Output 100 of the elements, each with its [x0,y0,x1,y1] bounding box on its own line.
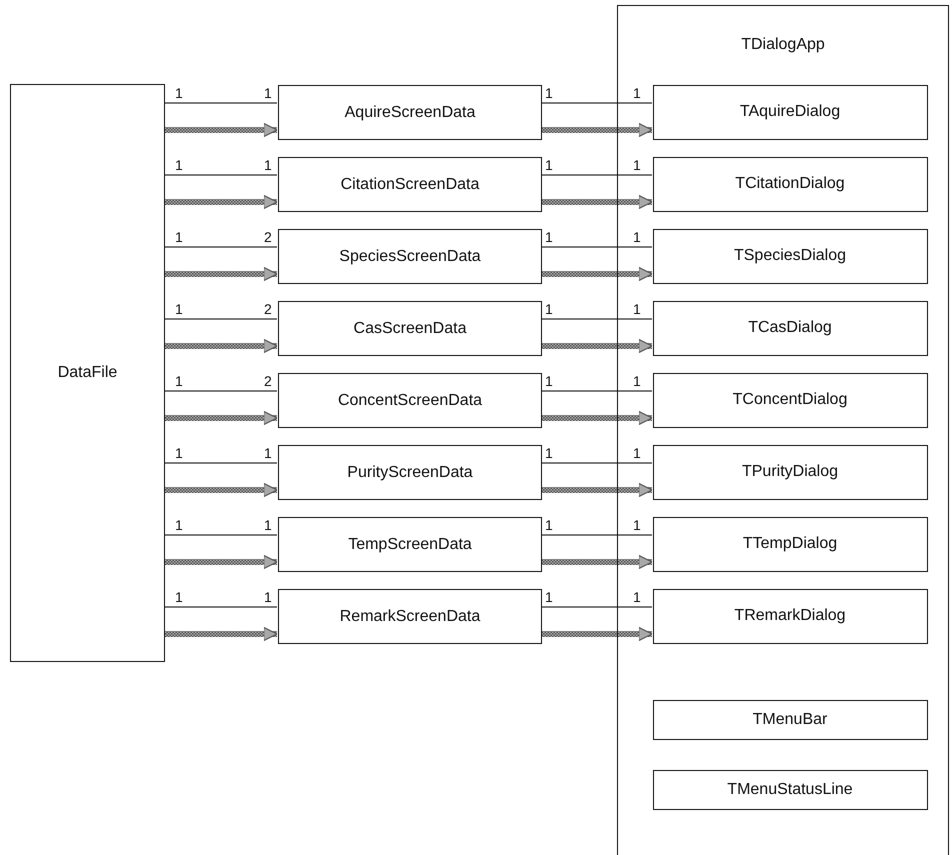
association-line [164,174,278,176]
class-name: TSpeciesDialog [734,247,846,265]
multiplicity-label: 1 [545,302,553,316]
class-box [652,300,928,356]
class-box [652,156,928,212]
multiplicity-label: 1 [175,590,183,604]
class-box [652,700,928,740]
multiplicity-label: 1 [264,158,272,172]
arrow [165,626,278,642]
multiplicity-label: 1 [633,158,641,172]
arrow [165,338,278,354]
arrow [165,410,278,426]
arrow [165,554,278,570]
box-title: TDialogApp [741,36,825,54]
association-line [164,246,278,248]
class-box [652,372,928,428]
class-box [278,157,542,212]
class-box [278,301,542,356]
multiplicity-label: 1 [633,446,641,460]
class-box [278,517,542,572]
multiplicity-label: 1 [175,302,183,316]
class-box [652,228,928,284]
class-name: TCitationDialog [735,175,845,193]
association-line [164,462,278,464]
class-box [278,445,542,500]
association-line [164,318,278,320]
multiplicity-label: 2 [264,230,272,244]
class-name: TPurityDialog [742,463,838,481]
container-box [617,5,949,855]
association-line [542,174,652,176]
class-box [652,516,928,572]
class-name: SpeciesScreenData [339,248,481,266]
association-line [164,390,278,392]
class-name: TMenuStatusLine [727,780,853,798]
class-box [652,588,928,644]
class-box [652,444,928,500]
class-box [278,229,542,284]
multiplicity-label: 1 [264,446,272,460]
arrow [542,266,653,282]
class-box [278,373,542,428]
class-box [278,589,542,644]
class-name: TRemarkDialog [734,607,846,625]
arrow [542,554,653,570]
arrow [542,482,653,498]
arrow [542,410,653,426]
multiplicity-label: 1 [175,86,183,100]
class-box [278,85,542,140]
association-line [542,318,652,320]
multiplicity-label: 1 [545,230,553,244]
class-box [10,84,165,662]
arrow [165,266,278,282]
multiplicity-label: 1 [264,86,272,100]
multiplicity-label: 1 [545,86,553,100]
arrow [165,122,278,138]
arrow [165,482,278,498]
association-line [164,606,278,608]
multiplicity-label: 2 [264,374,272,388]
multiplicity-label: 1 [264,590,272,604]
class-name: AquireScreenData [344,104,476,122]
association-line [542,390,652,392]
multiplicity-label: 1 [175,446,183,460]
multiplicity-label: 1 [545,446,553,460]
class-name: TempScreenData [348,536,472,554]
multiplicity-label: 1 [175,374,183,388]
class-name: CasScreenData [354,320,466,338]
multiplicity-label: 1 [545,590,553,604]
arrow [542,338,653,354]
class-name: TAquireDialog [740,103,840,121]
arrow [542,194,653,210]
multiplicity-label: 1 [633,86,641,100]
multiplicity-label: 1 [633,374,641,388]
class-name: TMenuBar [752,710,828,728]
class-name: TConcentDialog [732,391,848,409]
association-line [164,102,278,104]
class-box [652,770,928,810]
multiplicity-label: 1 [633,230,641,244]
class-name: TTempDialog [742,535,838,553]
multiplicity-label: 1 [633,590,641,604]
multiplicity-label: 1 [633,518,641,532]
class-name: DataFile [58,364,118,382]
multiplicity-label: 1 [175,518,183,532]
class-name: ConcentScreenData [338,392,482,410]
class-name: TCasDialog [748,319,832,337]
association-line [542,534,652,536]
multiplicity-label: 1 [175,230,183,244]
arrow [542,626,653,642]
multiplicity-label: 1 [264,518,272,532]
association-line [542,462,652,464]
multiplicity-label: 1 [545,518,553,532]
class-box [652,84,928,140]
arrow [165,194,278,210]
multiplicity-label: 1 [545,374,553,388]
class-name: RemarkScreenData [340,608,480,626]
association-line [542,102,652,104]
association-line [542,246,652,248]
class-name: PurityScreenData [347,464,473,482]
association-line [542,606,652,608]
class-name: CitationScreenData [340,176,480,194]
multiplicity-label: 1 [545,158,553,172]
multiplicity-label: 1 [175,158,183,172]
